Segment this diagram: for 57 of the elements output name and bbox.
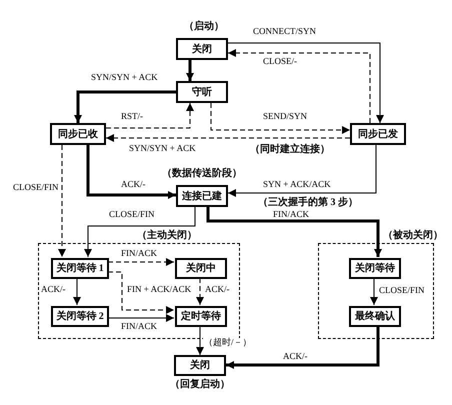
edge-label: SYN/SYN + ACK xyxy=(90,73,159,82)
edge-label: CLOSE/- xyxy=(262,57,298,66)
arrow xyxy=(108,272,174,314)
note-text: （同时建立连接） xyxy=(250,145,330,155)
edge-label: CONNECT/SYN xyxy=(252,27,318,36)
edge-label: FIN + ACK/ACK xyxy=(126,285,192,294)
group-heading: （被动关闭） xyxy=(383,231,443,241)
edge-label: RST/- xyxy=(120,112,144,121)
state-box: 定时等待 xyxy=(175,306,227,327)
arrow xyxy=(226,326,380,369)
edge-label: FIN/ACK xyxy=(120,249,158,258)
arrow xyxy=(106,102,194,128)
state-box: 同步已收 xyxy=(50,123,106,145)
arrow xyxy=(108,258,174,266)
edge-label: ACK/- xyxy=(40,285,66,294)
state-box: 关闭等待 xyxy=(349,258,401,279)
arrow xyxy=(186,60,194,81)
state-box: 守听 xyxy=(176,81,228,103)
edge-label: ACK/- xyxy=(282,352,308,361)
edge-label: SYN + ACK/ACK xyxy=(262,180,332,189)
arrow xyxy=(196,326,204,356)
state-box: 关闭中 xyxy=(175,258,227,279)
group-heading: （主动关闭） xyxy=(137,231,197,241)
edge-label: ACK/- xyxy=(204,285,230,294)
edge-label: CLOSE/FIN xyxy=(108,210,156,219)
state-note: （回复启动） xyxy=(170,380,230,390)
arrow xyxy=(228,144,376,197)
edge-label: ACK/- xyxy=(120,180,146,189)
edge-label: FIN/ACK xyxy=(272,210,310,219)
state-box: 关闭等待 2 xyxy=(51,306,109,327)
arrow xyxy=(74,90,176,123)
state-box: 关闭 xyxy=(176,38,228,60)
state-box: 连接已建 xyxy=(176,185,228,207)
state-box: 最终确认 xyxy=(349,306,401,327)
arrow xyxy=(228,42,384,124)
arrow xyxy=(106,134,350,142)
edge-label: SYN/SYN + ACK xyxy=(128,144,197,153)
state-box: 关闭 xyxy=(174,355,226,376)
arrow xyxy=(210,102,350,134)
arrow xyxy=(84,206,196,258)
edge-label: SEND/SYN xyxy=(262,112,308,121)
edge-label: CLOSE/FIN xyxy=(378,286,426,295)
arrow xyxy=(86,145,176,199)
edge-label: FIN/ACK xyxy=(120,322,158,331)
state-note: （数据传送阶段） xyxy=(162,169,242,179)
arrow xyxy=(58,144,66,258)
arrow xyxy=(228,49,370,124)
arrow xyxy=(108,314,174,322)
state-box: 同步已发 xyxy=(350,123,406,145)
arrow xyxy=(73,278,81,306)
arrow xyxy=(206,207,382,257)
note-text: （三次握手的第 3 步） xyxy=(258,198,358,208)
arrow xyxy=(196,278,204,306)
edge-label: CLOSE/FIN xyxy=(12,183,60,192)
state-box: 关闭等待 1 xyxy=(51,258,109,279)
state-note: （启动） xyxy=(184,22,224,32)
arrow xyxy=(370,278,378,306)
